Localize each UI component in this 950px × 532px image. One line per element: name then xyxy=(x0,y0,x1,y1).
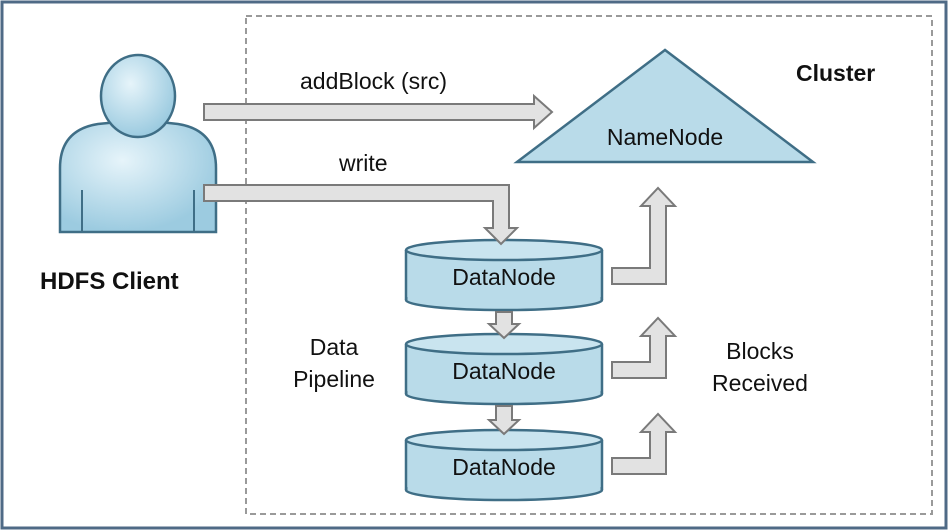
blocks-received-arrow-3 xyxy=(611,412,678,475)
add-block-arrow xyxy=(203,93,554,131)
datanode-cylinder-1 xyxy=(404,238,604,312)
pipeline-label-line1: Data xyxy=(309,334,359,360)
blocks-received-line2: Received xyxy=(712,370,808,396)
namenode-label: NameNode xyxy=(606,124,724,150)
blocks-received-arrow-1 xyxy=(611,186,678,285)
client-label: HDFS Client xyxy=(40,268,179,295)
namenode-triangle xyxy=(513,48,817,164)
datanode-cylinder-2 xyxy=(404,332,604,406)
datanode-label-1: DataNode xyxy=(452,264,556,290)
write-arrow xyxy=(203,184,520,246)
pipeline-label-line2: Pipeline xyxy=(293,366,375,392)
blocks-received-arrow-2 xyxy=(611,316,678,379)
add-block-label: addBlock (src) xyxy=(300,68,447,94)
datanode-cylinder-3 xyxy=(404,428,604,502)
blocks-received-line1: Blocks xyxy=(726,338,794,364)
datanode-label-3: DataNode xyxy=(452,454,556,480)
pipeline-arrow-2 xyxy=(486,405,522,436)
person-icon xyxy=(58,53,218,234)
datanode-label-2: DataNode xyxy=(452,358,556,384)
cluster-label: Cluster xyxy=(796,60,876,86)
write-label: write xyxy=(339,150,388,176)
pipeline-arrow-1 xyxy=(486,311,522,340)
cluster-boundary xyxy=(245,15,933,515)
